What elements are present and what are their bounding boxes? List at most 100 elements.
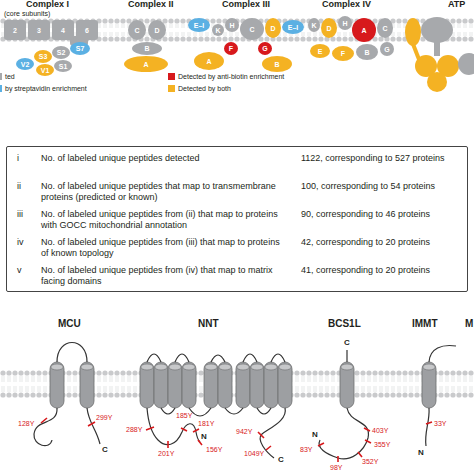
- subunit-fill: [70, 42, 90, 55]
- subunit: F: [332, 46, 354, 61]
- subunit: A: [194, 52, 224, 70]
- subunit-letter: D: [321, 18, 337, 38]
- subunit-fill: [377, 18, 393, 38]
- residue-label: 942Y: [236, 428, 252, 436]
- subunit-letter: 3: [28, 20, 50, 40]
- subunit-fill: [28, 20, 50, 40]
- residue-label: 1049Y: [244, 450, 264, 458]
- residue-label: 156Y: [206, 446, 222, 454]
- subunit-letter: H: [225, 18, 239, 32]
- subunit-letter: V2: [16, 58, 34, 70]
- helix: [236, 362, 250, 408]
- row-count: 90, corresponding to 46 proteins: [301, 209, 457, 220]
- tail: [34, 408, 57, 446]
- subunit-fill: [338, 16, 352, 30]
- subunit: B: [356, 44, 378, 60]
- subunit: C: [128, 20, 146, 40]
- subunit-letter: F: [224, 42, 238, 55]
- helix: [182, 362, 196, 408]
- subunit-fill: [128, 20, 146, 40]
- subunit: A: [352, 18, 376, 42]
- subunit-letter: B: [356, 44, 378, 60]
- central-stalk: [434, 42, 440, 56]
- terminus-label: N: [418, 449, 424, 458]
- subunit-fill: [224, 42, 238, 55]
- subunit-letter: A: [352, 18, 376, 42]
- residue-label: 355Y: [374, 441, 390, 449]
- subunit-fill: [52, 20, 74, 40]
- legend-swatch: [0, 85, 2, 92]
- helix: [80, 362, 94, 408]
- subunit-letter: B: [132, 42, 162, 55]
- residue-label: 83Y: [300, 446, 312, 454]
- subunit-letter: E–I: [188, 18, 210, 32]
- subunit: S2: [52, 46, 70, 59]
- subunit-letter: C: [128, 20, 146, 40]
- subunit: G: [258, 42, 272, 55]
- subunit-letter: G: [380, 42, 394, 56]
- row-description: No. of labeled unique peptides from (iii…: [41, 237, 287, 259]
- row-numeral: i: [17, 153, 39, 164]
- subunit: E–I: [188, 18, 210, 32]
- helix: [154, 362, 168, 408]
- subunit: S7: [70, 42, 90, 55]
- subunit: D: [265, 18, 281, 38]
- subunit-letter: S3: [34, 50, 52, 63]
- subunit-letter: H: [338, 16, 352, 30]
- row-count: 42, corresponding to 20 proteins: [301, 237, 457, 248]
- loop: [57, 343, 87, 363]
- subunit-letter: C: [377, 18, 393, 38]
- membrane-bilayer: [0, 18, 474, 42]
- subunit-letter: V1: [36, 64, 54, 76]
- subunit-letter: S7: [70, 42, 90, 55]
- row-count: 41, corresponding to 20 proteins: [301, 265, 457, 276]
- legend-entry: by streptavidin enrichment: [0, 85, 87, 92]
- subunit-fill: [36, 64, 54, 76]
- subunit-letter: D: [265, 18, 281, 38]
- a-subunit: [405, 18, 421, 46]
- subunit-letter: 4: [52, 20, 74, 40]
- subunit-fill: [321, 18, 337, 38]
- subunit: D: [321, 18, 337, 38]
- subunit-fill: [352, 18, 376, 42]
- subunit-letter: C: [240, 18, 264, 40]
- complex-heading: Complex IV: [322, 0, 371, 10]
- subunit-fill: [188, 18, 210, 32]
- complex-heading: Complex I: [26, 0, 69, 10]
- residue-label: 185Y: [176, 412, 192, 420]
- protein-name: NNT: [198, 318, 219, 329]
- subunit-fill: [124, 56, 168, 72]
- row-numeral: v: [17, 265, 39, 276]
- helix: [204, 362, 218, 408]
- row-numeral: iv: [17, 237, 39, 248]
- subunit-letter: S2: [52, 46, 70, 59]
- terminus-label: C: [278, 456, 284, 465]
- subunit: C: [377, 18, 393, 38]
- subunit-fill: [310, 44, 330, 58]
- subunit-letter: A: [194, 52, 224, 70]
- row-count: 100, corresponding to 54 proteins: [301, 181, 457, 192]
- row-count: 1122, corresponding to 527 proteins: [301, 153, 457, 164]
- subunit: K: [308, 18, 320, 32]
- subunit: E: [310, 44, 330, 58]
- subunit: D: [148, 20, 166, 40]
- subunit: C: [240, 18, 264, 40]
- subunit-fill: [212, 24, 224, 36]
- subunit-fill: [16, 58, 34, 70]
- subunit: F: [224, 42, 238, 55]
- row-description: No. of labeled unique peptides detected: [41, 153, 287, 164]
- helix: [264, 362, 278, 408]
- subunit-letter: G: [258, 42, 272, 55]
- subunit-fill: [34, 50, 52, 63]
- subunit-fill: [356, 44, 378, 60]
- tail: [346, 350, 347, 362]
- subunit-letter: D: [148, 20, 166, 40]
- legend-text: by streptavidin enrichment: [5, 85, 87, 92]
- row-numeral: iii: [17, 209, 39, 220]
- subunit-letter: E–I: [282, 20, 304, 34]
- subunit-fill: [148, 20, 166, 40]
- complex-heading: Complex III: [222, 0, 270, 10]
- legend-entry: Detected by anti-biotin enrichment: [168, 73, 284, 80]
- row-description: No. of labeled unique peptides from (ii)…: [41, 209, 287, 231]
- subunit-fill: [262, 56, 292, 72]
